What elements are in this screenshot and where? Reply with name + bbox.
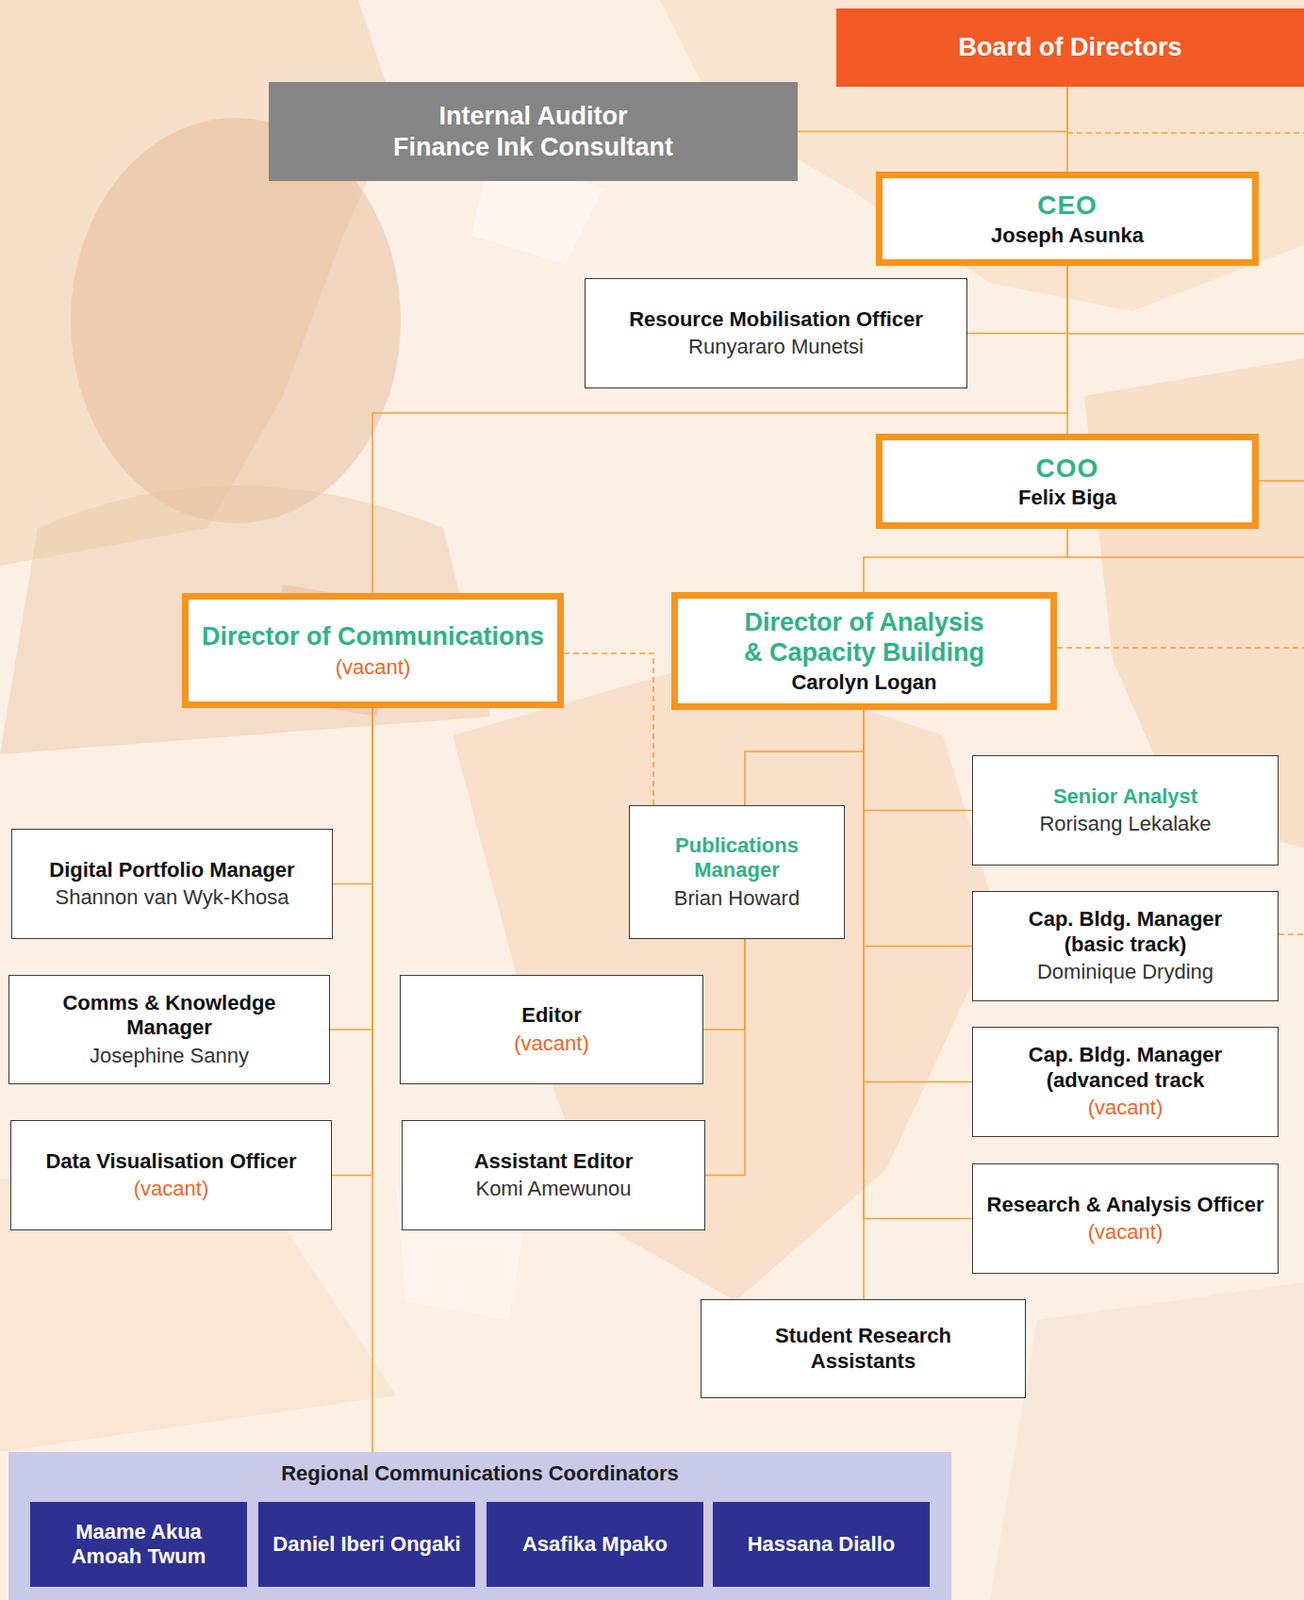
person-name: Asafika Mpako (522, 1532, 668, 1557)
offpage-line (1067, 556, 1304, 559)
reporting-line (863, 709, 973, 947)
reporting-line (330, 708, 373, 1030)
coordinator-box: Daniel Iberi Ongaki (258, 1502, 476, 1587)
offpage-line (1056, 646, 1304, 649)
offpage-line (1258, 479, 1304, 482)
role-title: CEO (1037, 189, 1098, 222)
offpage-line (1067, 132, 1304, 134)
position-box: Student Research Assistants (700, 1299, 1026, 1399)
role-title: Digital Portfolio Manager (49, 858, 295, 883)
executive-box: CEOJoseph Asunka (875, 171, 1259, 266)
box-title: Board of Directors (957, 32, 1182, 63)
reporting-line (863, 709, 973, 1220)
position-box: Research & Analysis Officer(vacant) (972, 1163, 1279, 1274)
position-box: Resource Mobilisation OfficerRunyararo M… (584, 278, 968, 389)
person-name: Carolyn Logan (791, 670, 937, 695)
reporting-line (863, 709, 973, 811)
person-name: Josephine Sanny (89, 1043, 249, 1069)
role-title: COO (1036, 452, 1100, 485)
position-box: Cap. Bldg. Manager (basic track)Dominiqu… (972, 891, 1279, 1002)
position-box: Digital Portfolio ManagerShannon van Wyk… (11, 828, 333, 940)
person-name: Joseph Asunka (990, 223, 1144, 248)
position-box: Publications ManagerBrian Howard (628, 805, 845, 940)
person-name: Dominique Dryding (1037, 959, 1214, 985)
reporting-line (563, 653, 654, 806)
reporting-line (967, 265, 1068, 334)
person-name: Rorisang Lekalake (1039, 811, 1211, 837)
role-title: Data Visualisation Officer (45, 1149, 297, 1174)
position-box: Assistant EditorKomi Amewunou (401, 1120, 706, 1231)
role-title: Research & Analysis Officer (987, 1192, 1265, 1218)
reporting-line (863, 709, 973, 1083)
vacancy-note: (vacant) (335, 655, 411, 680)
band-title: Regional Communications Coordinators (8, 1461, 952, 1486)
position-box: Editor (vacant) (399, 974, 704, 1085)
person-name: Shannon van Wyk-Khosa (54, 885, 289, 910)
role-title: Senior Analyst (1053, 784, 1198, 809)
executive-box: COOFelix Biga (875, 433, 1259, 529)
role-title: Comms & Knowledge Manager (56, 990, 283, 1041)
person-name: Felix Biga (1018, 485, 1117, 511)
reporting-line (331, 708, 373, 1176)
map-shape (990, 1282, 1304, 1600)
auditor-box: Internal AuditorFinance Ink Consultant (268, 82, 798, 182)
box-title: Internal Auditor (439, 100, 628, 132)
reporting-line (797, 86, 1068, 133)
position-box: Senior AnalystRorisang Lekalake (972, 755, 1279, 866)
person-name: Maame Akua Amoah Twum (58, 1519, 219, 1570)
box-title: Finance Ink Consultant (393, 132, 674, 163)
reporting-line (371, 708, 374, 1453)
vacancy-note: (vacant) (1088, 1220, 1163, 1245)
person-name: Hassana Diallo (747, 1532, 896, 1557)
offpage-line (1067, 332, 1304, 335)
reporting-line (332, 708, 373, 885)
coordinator-box: Asafika Mpako (486, 1502, 704, 1587)
role-title: Cap. Bldg. Manager (advanced track (1017, 1042, 1235, 1093)
person-name: Komi Amewunou (475, 1176, 631, 1202)
governance-box: Board of Directors (836, 8, 1304, 87)
reporting-line (744, 709, 864, 806)
person-name: Runyararo Munetsi (688, 334, 864, 360)
executive-box: Director of Communications (vacant) (181, 593, 564, 709)
coordinator-box: Maame Akua Amoah Twum (30, 1502, 248, 1587)
position-box: Cap. Bldg. Manager (advanced track(vacan… (972, 1026, 1279, 1138)
position-box: Comms & Knowledge ManagerJosephine Sanny (8, 974, 331, 1085)
vacancy-note: (vacant) (1088, 1095, 1163, 1121)
role-title: Director of Analysis & Capacity Building (737, 607, 992, 669)
role-title: Student Research Assistants (755, 1323, 973, 1374)
executive-box: Director of Analysis & Capacity Building… (671, 592, 1057, 710)
role-title: Editor (521, 1003, 582, 1028)
role-title: Cap. Bldg. Manager (basic track) (1017, 907, 1235, 958)
reporting-line (862, 709, 865, 1300)
reporting-line (705, 939, 745, 1176)
offpage-line (1278, 933, 1304, 936)
vacancy-note: (vacant) (513, 1031, 589, 1057)
role-title: Publications Manager (652, 833, 823, 884)
role-title: Assistant Editor (474, 1149, 634, 1174)
vacancy-note: (vacant) (133, 1176, 209, 1202)
team-band: Maame Akua Amoah Twum Daniel Iberi Ongaki… (8, 1452, 952, 1600)
coordinator-box: Hassana Diallo (712, 1502, 930, 1587)
person-name: Brian Howard (674, 886, 800, 911)
person-name: Daniel Iberi Ongaki (272, 1532, 461, 1557)
reporting-line (703, 939, 745, 1030)
role-title: Director of Communications (201, 621, 545, 652)
reporting-line (372, 265, 1068, 594)
reporting-line (863, 528, 1068, 593)
role-title: Resource Mobilisation Officer (628, 307, 924, 332)
position-box: Data Visualisation Officer(vacant) (10, 1120, 332, 1231)
